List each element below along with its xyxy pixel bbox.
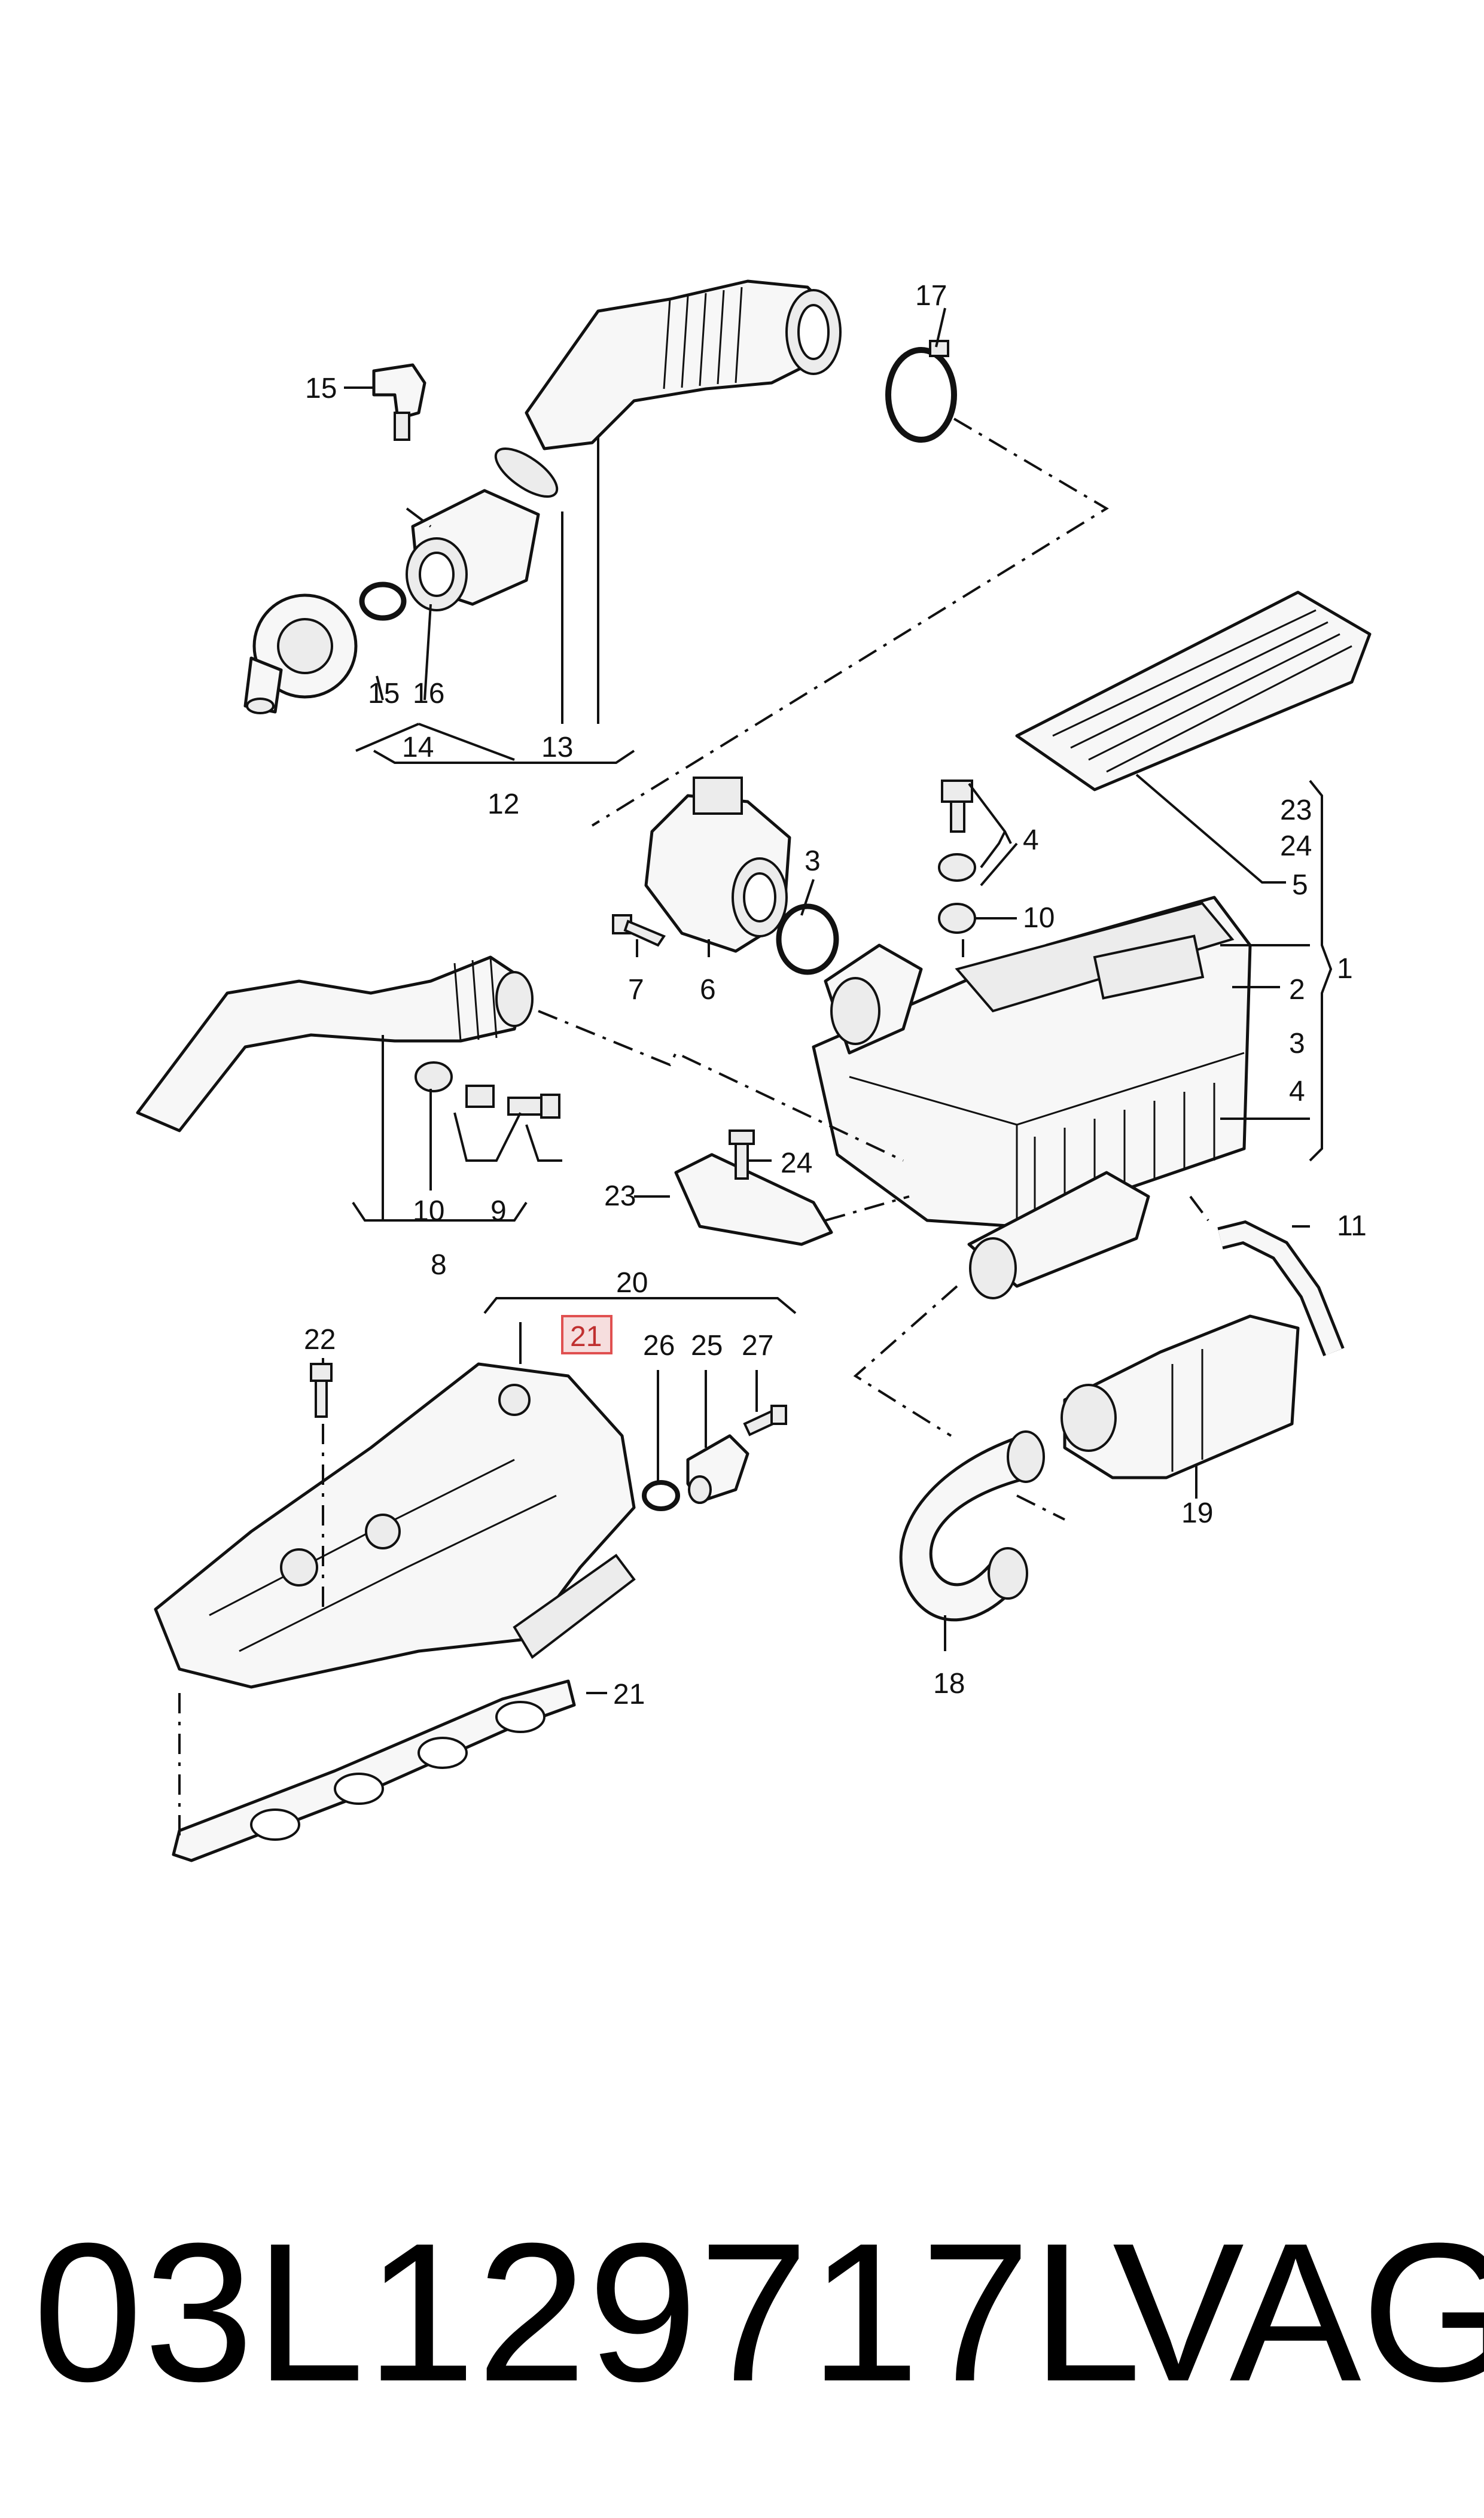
callout-25: 25	[691, 1330, 723, 1362]
callout-21-gasket: 21	[613, 1679, 645, 1710]
callout-2: 2	[1289, 974, 1305, 1006]
callout-17: 17	[915, 280, 947, 312]
callout-11: 11	[1337, 1210, 1367, 1242]
air-duct	[1061, 1314, 1300, 1479]
hose-clamp	[885, 340, 957, 443]
callout-7: 7	[628, 974, 644, 1006]
callout-1: 1	[1337, 953, 1353, 985]
leader-lines	[322, 307, 1333, 1694]
vent-hose	[1217, 1220, 1345, 1357]
callout-23-right: 23	[1280, 794, 1312, 826]
callout-12: 12	[487, 788, 519, 820]
intake-hose	[525, 279, 842, 450]
air-mass-meter	[644, 777, 791, 953]
intake-pipe	[136, 955, 534, 1132]
sensor-25	[686, 1434, 749, 1504]
o-ring-26	[642, 1480, 680, 1511]
callout-18: 18	[933, 1668, 965, 1700]
intake-manifold	[154, 1362, 636, 1689]
air-filter-housing	[812, 896, 1252, 1228]
callout-16: 16	[413, 678, 444, 710]
callout-10-left: 10	[413, 1195, 444, 1227]
bolt-9	[507, 1094, 560, 1119]
throttle-housing	[406, 447, 559, 611]
callout-19: 19	[1181, 1497, 1213, 1529]
callout-22: 22	[304, 1324, 336, 1356]
grommet-10a	[938, 903, 976, 934]
bracket	[674, 1129, 833, 1246]
screw-upper	[941, 780, 973, 833]
manifold-gasket	[172, 1679, 576, 1862]
callout-24-right: 24	[1280, 830, 1312, 862]
bush-9	[465, 1085, 495, 1108]
callout-24-bracket: 24	[781, 1147, 812, 1179]
callout-13: 13	[541, 732, 573, 763]
callout-3-right: 3	[1289, 1028, 1305, 1059]
o-ring	[359, 581, 407, 621]
part-number: 03L129717L	[33, 2202, 1143, 2422]
callout-3-top: 3	[805, 845, 821, 877]
callout-9: 9	[490, 1195, 507, 1227]
filter-element	[1015, 590, 1372, 791]
bolt-27	[743, 1405, 787, 1436]
callout-21-highlighted: 21	[570, 1321, 602, 1353]
sealing-ring	[776, 903, 839, 975]
callout-15-bottom: 15	[368, 678, 400, 710]
bolt-22	[310, 1363, 333, 1418]
callout-4-right: 4	[1289, 1076, 1305, 1107]
brand-name: VAG	[1113, 2202, 1484, 2422]
callout-10-right: 10	[1023, 902, 1055, 934]
callout-26: 26	[643, 1330, 675, 1362]
bolt-7	[612, 914, 666, 947]
grommet-10b	[415, 1061, 453, 1092]
callout-5: 5	[1292, 869, 1308, 901]
callout-6: 6	[700, 974, 716, 1006]
exploded-parts-diagram: 17 15 15 16 14 13 12 3 7 6 4 10 23 24 5 …	[136, 279, 1372, 1862]
callout-27: 27	[742, 1330, 773, 1362]
callout-14: 14	[402, 732, 434, 763]
callout-23-bracket: 23	[604, 1180, 636, 1212]
callout-labels: 17 15 15 16 14 13 12 3 7 6 4 10 23 24 5 …	[304, 280, 1367, 1710]
sensor-15	[372, 363, 426, 441]
callout-15-top: 15	[305, 373, 337, 404]
callout-8: 8	[431, 1249, 447, 1281]
turbo-unit	[243, 593, 358, 714]
outlet-hose	[967, 1171, 1150, 1299]
highlight-box	[561, 1315, 613, 1354]
washer-upper	[938, 853, 976, 882]
callout-4-top: 4	[1023, 824, 1039, 856]
assembly-lines	[178, 418, 1209, 1843]
connection-hose	[899, 1430, 1045, 1622]
callout-20: 20	[616, 1267, 648, 1299]
